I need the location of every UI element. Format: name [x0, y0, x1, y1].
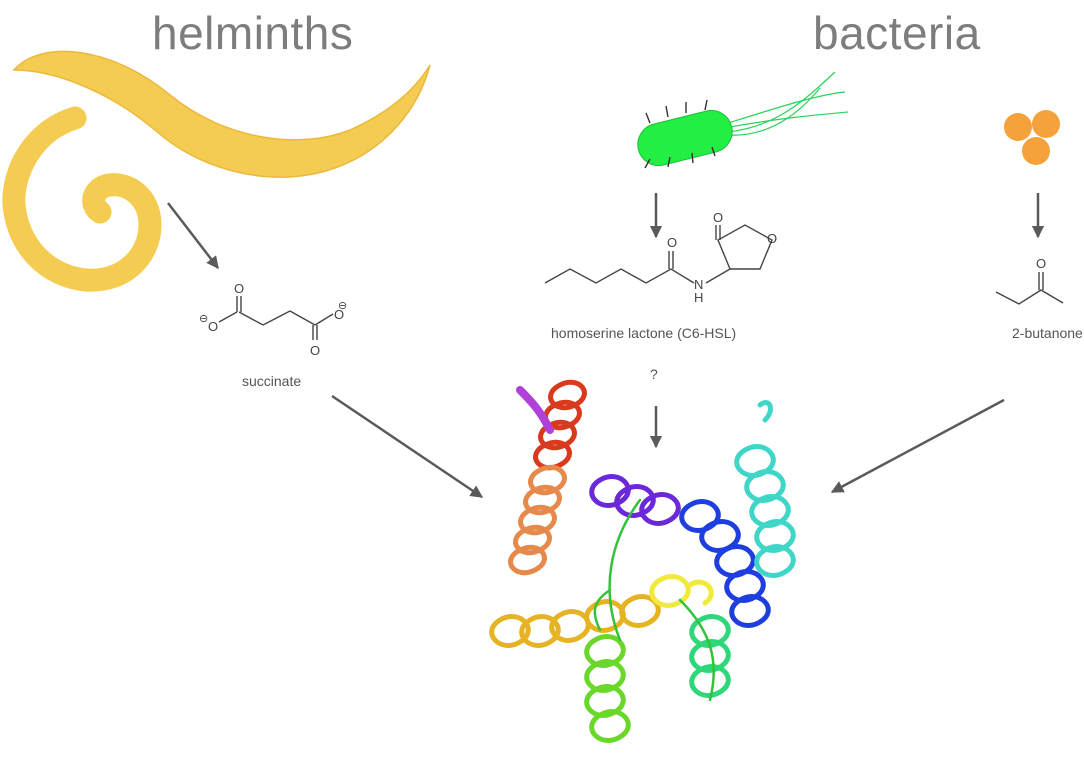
unknown-ligand-label: ? — [650, 366, 658, 382]
succinate-atom-labels: O O O O ⊖ ⊖ — [199, 281, 347, 358]
atom-o: O — [208, 319, 218, 334]
hsl-structure — [544, 224, 773, 284]
arrow-succinate-receptor — [331, 394, 484, 499]
bacterium-illustration — [637, 71, 849, 169]
arrow-helminth-succinate — [167, 202, 219, 269]
negative-charge: ⊖ — [199, 313, 208, 325]
atom-o: O — [310, 343, 320, 358]
atom-o: O — [713, 210, 723, 225]
atom-h: H — [694, 290, 703, 305]
negative-charge: ⊖ — [338, 300, 347, 312]
atom-o: O — [1036, 256, 1046, 271]
succinate-structure — [218, 296, 334, 340]
hsl-atom-labels: O O O N H — [667, 210, 777, 305]
atom-o: O — [667, 235, 677, 250]
butanone-label: 2-butanone — [1012, 325, 1083, 341]
coccus-cluster-illustration — [1004, 110, 1060, 165]
helminths-heading: helminths — [152, 7, 354, 59]
butanone-structure — [995, 272, 1064, 305]
atom-n: N — [694, 277, 703, 292]
helminth-worm-illustration — [2, 50, 431, 292]
bacteria-heading: bacteria — [813, 7, 981, 59]
atom-o: O — [234, 281, 244, 296]
receptor-protein — [489, 379, 796, 743]
atom-o: O — [334, 307, 344, 322]
succinate-label: succinate — [242, 373, 302, 389]
arrows — [167, 193, 1045, 499]
atom-o: O — [767, 231, 777, 246]
hsl-label: homoserine lactone (C6-HSL) — [551, 325, 737, 341]
arrow-butanone-receptor — [830, 398, 1005, 494]
